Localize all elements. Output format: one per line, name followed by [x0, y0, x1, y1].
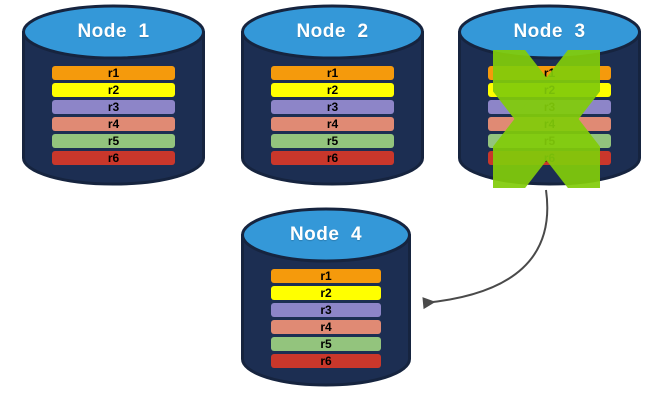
node-4-row-r5[interactable]: r5 — [271, 337, 381, 351]
node-3-row-r5-label: r5 — [543, 134, 556, 148]
node-4-row-r1-label: r1 — [320, 269, 332, 283]
node-2-row-r1-label: r1 — [326, 66, 339, 80]
node-2-row-r1[interactable]: r1 — [271, 66, 394, 80]
node-1-row-r3[interactable]: r3 — [52, 100, 175, 114]
node-2-row-r6[interactable]: r6 — [271, 151, 394, 165]
node-4-row-r4-label: r4 — [320, 320, 332, 334]
node-4-rows: r1 r2 r3 r4 r5 r6 — [241, 207, 411, 387]
node-3-row-r1[interactable]: r1 — [488, 66, 611, 80]
node-3-row-r2[interactable]: r2 — [488, 83, 611, 97]
node-2-row-r6-label: r6 — [326, 151, 339, 165]
node-1-row-r2[interactable]: r2 — [52, 83, 175, 97]
node-1-row-r2-label: r2 — [107, 83, 120, 97]
node-4-row-r1[interactable]: r1 — [271, 269, 381, 283]
node-3-rows: r1 r2 r3 r4 r5 r6 — [458, 4, 641, 186]
node-2-row-r3-label: r3 — [326, 100, 339, 114]
node-4-row-r6[interactable]: r6 — [271, 354, 381, 368]
node-1-row-r1-label: r1 — [107, 66, 120, 80]
node-3-row-r6[interactable]: r6 — [488, 151, 611, 165]
node-4-row-r2[interactable]: r2 — [271, 286, 381, 300]
node-3-row-r5[interactable]: r5 — [488, 134, 611, 148]
node-2-row-r3[interactable]: r3 — [271, 100, 394, 114]
node-4-row-r2-label: r2 — [320, 286, 332, 300]
node-1-row-r4[interactable]: r4 — [52, 117, 175, 131]
node-3-row-r4-label: r4 — [543, 117, 556, 131]
node-1-row-r4-label: r4 — [107, 117, 120, 131]
node-4-row-r5-label: r5 — [320, 337, 332, 351]
node-2-row-r5-label: r5 — [326, 134, 339, 148]
node-3-row-r3[interactable]: r3 — [488, 100, 611, 114]
node-4-row-r6-label: r6 — [320, 354, 332, 368]
node-2-rows: r1 r2 r3 r4 r5 r6 — [241, 4, 424, 186]
node-4-row-r4[interactable]: r4 — [271, 320, 381, 334]
node-2-row-r4-label: r4 — [326, 117, 339, 131]
node-4-row-r3-label: r3 — [320, 303, 332, 317]
node-2-row-r5[interactable]: r5 — [271, 134, 394, 148]
node-1-row-r5-label: r5 — [107, 134, 120, 148]
node-1-row-r3-label: r3 — [107, 100, 120, 114]
node-2-row-r4[interactable]: r4 — [271, 117, 394, 131]
node-3-row-r3-label: r3 — [543, 100, 556, 114]
node-1-rows: r1 r2 r3 r4 r5 r6 — [22, 4, 205, 186]
node-4-row-r3[interactable]: r3 — [271, 303, 381, 317]
node-1-row-r6-label: r6 — [107, 151, 120, 165]
node-1-row-r6[interactable]: r6 — [52, 151, 175, 165]
node-3-row-r6-label: r6 — [543, 151, 556, 165]
node-1-row-r5[interactable]: r5 — [52, 134, 175, 148]
node-3-row-r2-label: r2 — [543, 83, 556, 97]
node-1-row-r1[interactable]: r1 — [52, 66, 175, 80]
node-2-row-r2-label: r2 — [326, 83, 339, 97]
node-3-row-r1-label: r1 — [543, 66, 556, 80]
node-2-row-r2[interactable]: r2 — [271, 83, 394, 97]
node-3-row-r4[interactable]: r4 — [488, 117, 611, 131]
